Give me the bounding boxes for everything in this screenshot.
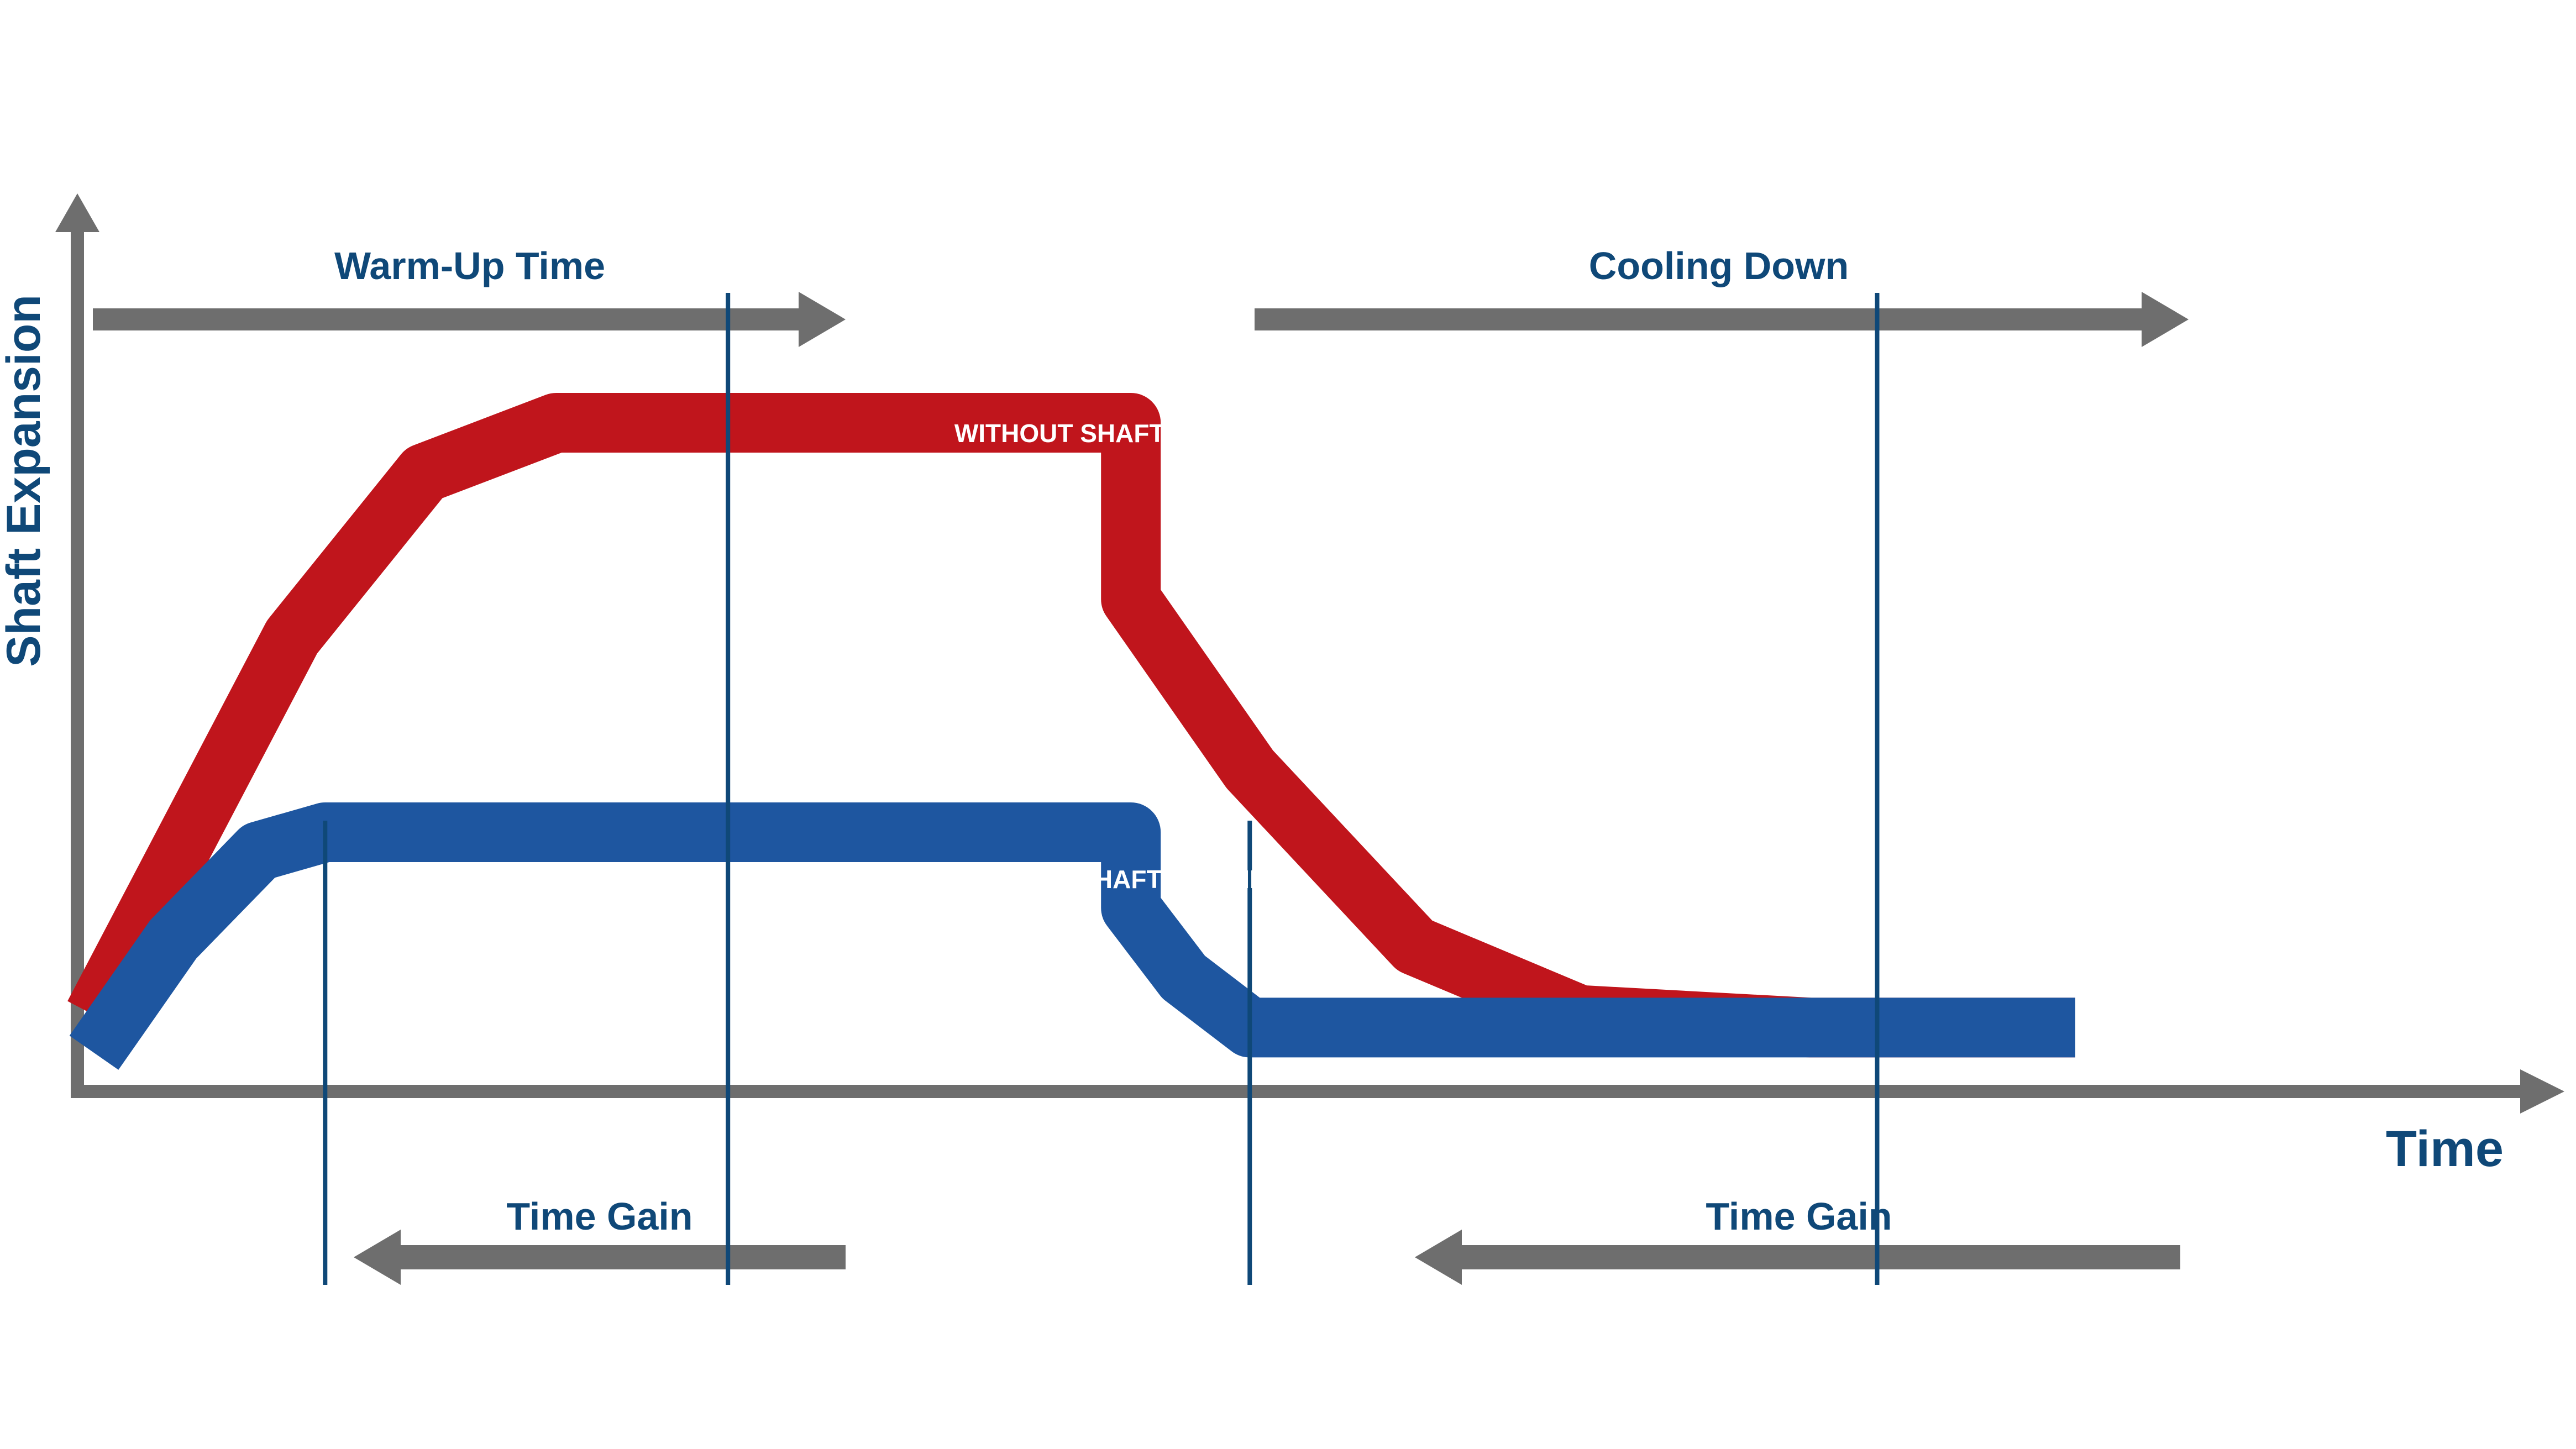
time-gain-left-arrowhead [354, 1230, 401, 1285]
warm-up-arrowhead [799, 292, 846, 347]
x-axis-label: Time [2386, 1121, 2504, 1177]
series-label-with-cooling: WITH SHAFT COOLING [1005, 865, 1288, 894]
series-layer [67, 393, 2075, 1070]
cooling-down-arrowhead [2142, 292, 2189, 347]
cooling-down-label: Cooling Down [1589, 244, 1849, 287]
series-line-with-cooling [69, 802, 2075, 1070]
warm-up-label: Warm-Up Time [334, 244, 605, 287]
y-axis-label: Shaft Expansion [0, 295, 50, 667]
time-gain-right-arrowhead [1415, 1230, 1462, 1285]
time-gain-right-label: Time Gain [1706, 1195, 1892, 1238]
time-gain-left-label: Time Gain [506, 1195, 692, 1238]
reference-lines [323, 293, 1880, 1285]
y-axis-arrowhead [55, 193, 99, 232]
x-axis-arrowhead [2520, 1069, 2564, 1114]
series-label-without-cooling: WITHOUT SHAFT COOLING [954, 419, 1290, 448]
series-line-without-cooling [67, 393, 2075, 1058]
